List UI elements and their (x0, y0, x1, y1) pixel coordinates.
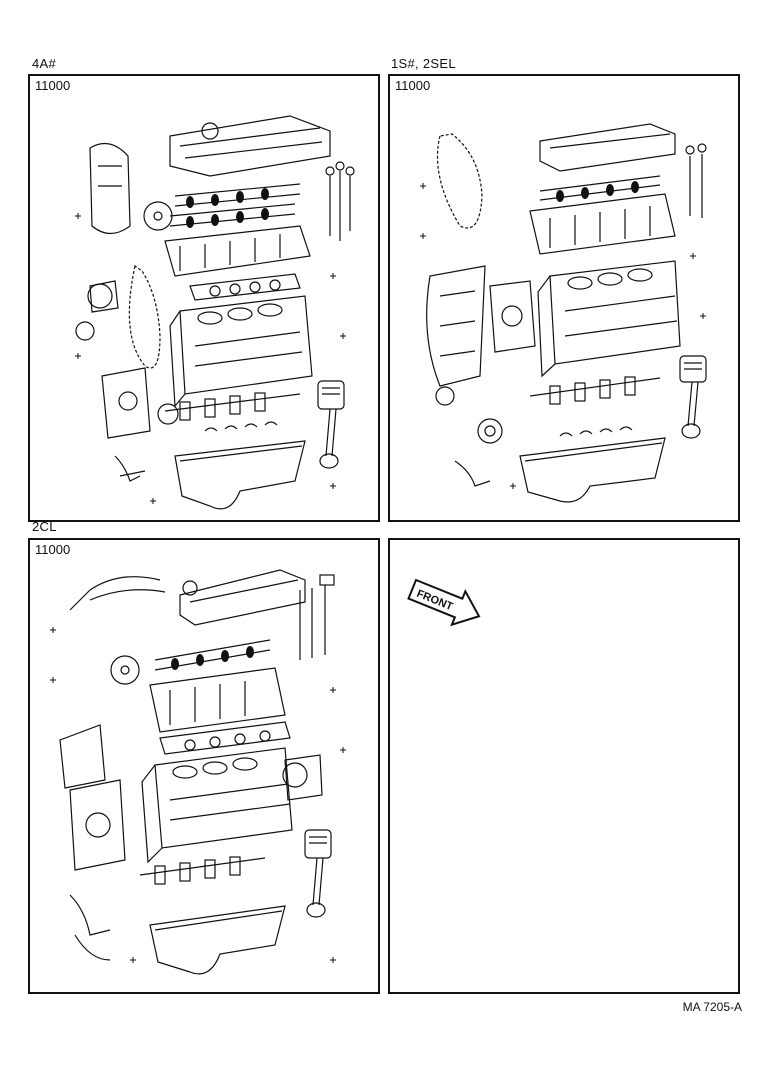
diagram-panel-4a: 11000 (28, 74, 380, 522)
engine-exploded-view-1s-2sel (420, 123, 707, 503)
front-arrow-icon: FRONT (407, 578, 481, 627)
orientation-panel: FRONT (388, 538, 740, 994)
part-code: 11000 (35, 542, 71, 557)
part-code: 11000 (395, 78, 431, 93)
diagram-panel-1s-2sel: 11000 (388, 74, 740, 522)
engine-label-1s-2sel: 1S#, 2SEL (391, 56, 456, 71)
part-code: 11000 (35, 78, 71, 93)
engine-label-4a: 4A# (32, 56, 57, 71)
engine-exploded-view-4a (75, 115, 355, 510)
figure-reference: MA 7205-A (682, 1000, 742, 1014)
engine-exploded-view-2cl (50, 569, 346, 975)
diagram-panel-2cl: 11000 (28, 538, 380, 994)
engine-label-2cl: 2CL (32, 519, 57, 534)
